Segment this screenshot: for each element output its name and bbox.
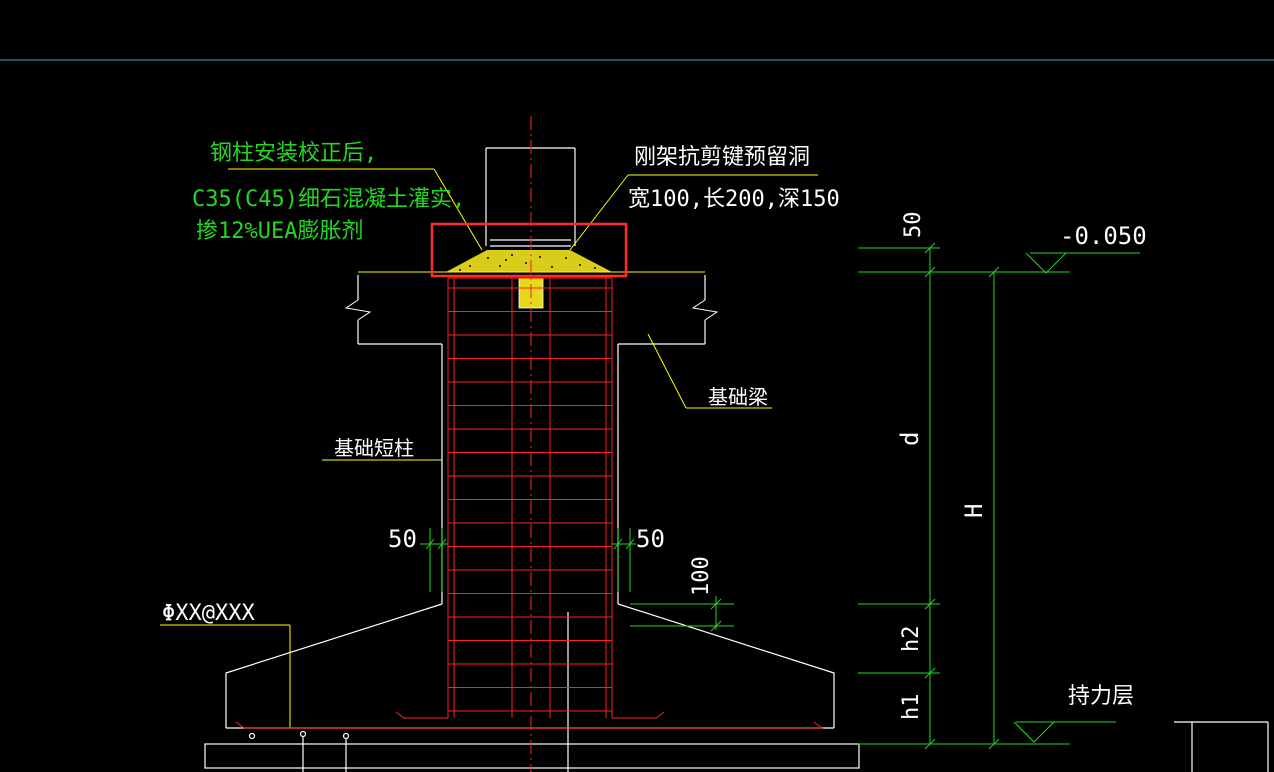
h2-label: h2 — [899, 626, 924, 653]
d-label: d — [896, 432, 924, 446]
grout-fill — [446, 250, 612, 272]
cover-right-label: 50 — [636, 525, 665, 553]
leader-lines — [160, 168, 818, 728]
grout-speckle — [459, 254, 596, 271]
short-column-label: 基础短柱 — [334, 436, 414, 460]
bearing-layer-label: 持力层 — [1068, 684, 1134, 709]
shear-key-note-line2: 宽100,长200,深150 — [628, 187, 840, 212]
elevation-label: -0.050 — [1060, 222, 1147, 250]
h1-label: h1 — [899, 694, 924, 721]
annotation-text: 钢柱安装校正后, C35(C45)细石混凝土灌实, 掺12%UEA膨胀剂 刚架抗… — [162, 141, 1147, 720]
stirrups — [448, 287, 612, 712]
bottom-rebar — [235, 711, 824, 729]
grout-note-line2: C35(C45)细石混凝土灌实, — [192, 187, 465, 212]
spacing-label: 100 — [689, 556, 714, 596]
dimension-lines — [420, 242, 1140, 750]
cover-left-label: 50 — [388, 525, 417, 553]
H-label: H — [960, 504, 988, 518]
shear-key-note-line1: 刚架抗剪键预留洞 — [634, 145, 810, 170]
grout-note-line3: 掺12%UEA膨胀剂 — [196, 219, 363, 244]
foundation-beam-label: 基础梁 — [708, 385, 768, 409]
rebar-spec-label: ΦXX@XXX — [162, 601, 255, 626]
highlight-box — [430, 222, 628, 278]
break-symbols — [344, 299, 719, 321]
grout-note-line1: 钢柱安装校正后, — [210, 141, 377, 166]
top-offset-label: 50 — [901, 212, 926, 239]
rebar-cage — [447, 277, 613, 718]
